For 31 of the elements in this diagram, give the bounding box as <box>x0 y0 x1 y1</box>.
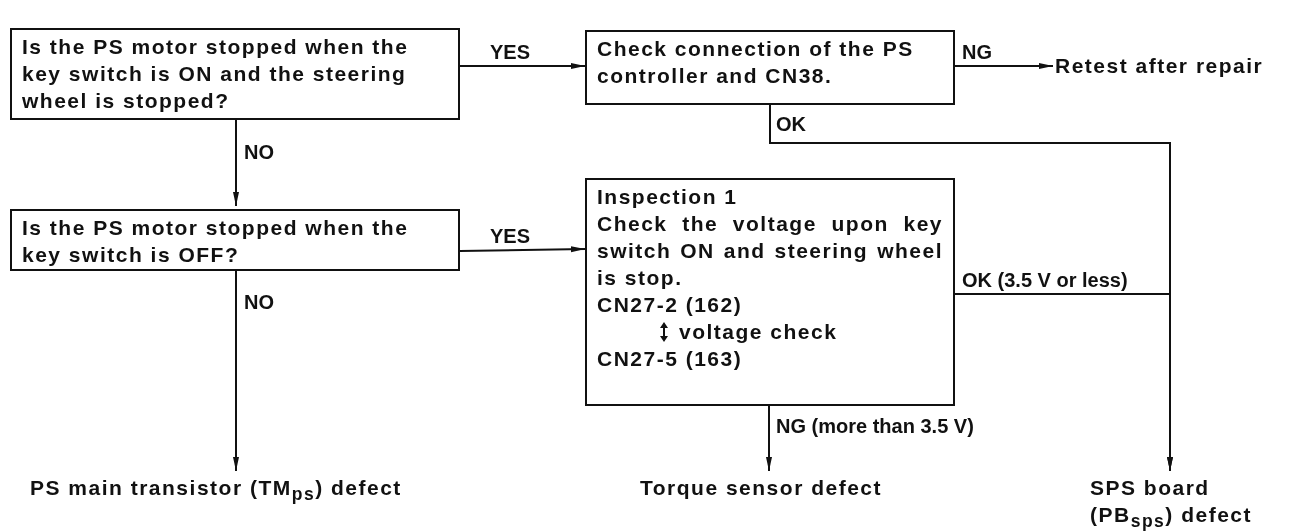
arrow <box>233 270 239 472</box>
arrow <box>766 405 772 472</box>
box-text: CN27-5 (163) <box>597 346 744 372</box>
edge-label: NO <box>244 290 274 314</box>
decision-box <box>10 209 460 271</box>
box-text: Check connection of the PS controller and CN38. <box>597 36 915 89</box>
arrow <box>954 63 1054 69</box>
box-text: Is the PS motor stopped when the key switch is OFF? <box>22 215 410 268</box>
inspection-box <box>585 178 955 406</box>
result-text: Torque sensor defect <box>640 475 883 501</box>
box-text: voltage check <box>679 319 838 345</box>
edge-label: NG <box>962 40 992 64</box>
result-text: SPS board (PB$_{sps}$) defect <box>1090 475 1253 532</box>
edge-label: OK <box>776 112 806 136</box>
arrow <box>459 246 586 253</box>
edge-label: OK (3.5 V or less) <box>962 268 1128 292</box>
edge-label: NO <box>244 140 274 164</box>
edge-label: YES <box>490 224 531 248</box>
box-text: CN27-2 (162) <box>597 292 744 318</box>
decision-box <box>10 28 460 120</box>
box-text: Check the voltage upon key switch ON and steering wheel is stop. <box>597 211 943 291</box>
arrow <box>954 293 1173 472</box>
arrow <box>233 119 239 207</box>
edge-label: NG (more than 3.5 V) <box>776 414 974 438</box>
box-text: Is the PS motor stopped when the key switch is ON and the steering wheel is stopped? <box>22 34 410 114</box>
edge-label: YES <box>490 40 531 64</box>
result-text: Retest after repair <box>1055 53 1265 79</box>
arrow <box>459 63 586 69</box>
process-box <box>585 30 955 105</box>
result-text: PS main transistor (TM$_{ps}$) defect <box>30 475 403 507</box>
box-text: Inspection 1 <box>597 184 739 210</box>
